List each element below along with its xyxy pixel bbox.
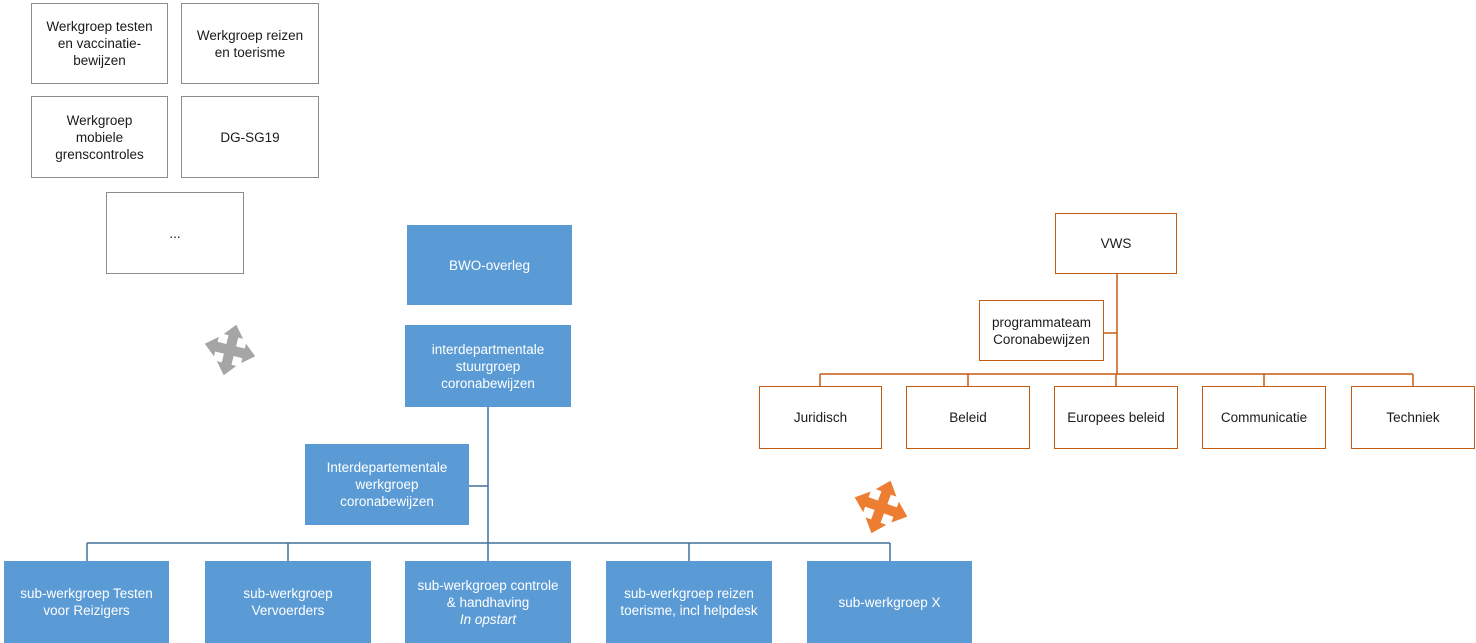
box-interdepartementale-stuurgroep: interdepartmentale stuurgroep coronabewi… (405, 325, 571, 407)
box-europees-beleid: Europees beleid (1054, 386, 1178, 449)
subwerkgroep-status-note: In opstart (459, 611, 517, 627)
box-bwo-overleg: BWO-overleg (407, 225, 572, 305)
box-vws: VWS (1055, 213, 1177, 274)
box-communicatie: Communicatie (1202, 386, 1326, 449)
box-subwerkgroep-x: sub-werkgroep X (807, 561, 972, 643)
box-werkgroep-mobiele-grenscontroles: Werkgroep mobiele grenscontroles (31, 96, 168, 178)
box-subwerkgroep-testen: sub-werkgroep Testen voor Reizigers (4, 561, 169, 643)
subwerkgroep-controle-label: sub-werkgroep controle & handhaving (417, 577, 559, 610)
box-beleid: Beleid (906, 386, 1030, 449)
box-juridisch: Juridisch (759, 386, 882, 449)
box-interdepartementale-werkgroep: Interdepartementale werkgroep coronabewi… (305, 444, 469, 525)
box-techniek: Techniek (1351, 386, 1475, 449)
gray-four-way-arrow-icon (204, 324, 256, 376)
box-ellipsis: ... (106, 192, 244, 274)
orange-four-way-arrow-icon (854, 480, 908, 534)
box-programmateam-coronabewijzen: programmateam Coronabewijzen (979, 300, 1104, 361)
box-dg-sg19: DG-SG19 (181, 96, 319, 178)
box-werkgroep-reizen: Werkgroep reizen en toerisme (181, 3, 319, 84)
box-subwerkgroep-vervoerders: sub-werkgroep Vervoerders (205, 561, 371, 643)
box-subwerkgroep-controle-handhaving: sub-werkgroep controle & handhaving In o… (405, 561, 571, 643)
box-werkgroep-testen: Werkgroep testen en vaccinatie- bewijzen (31, 3, 168, 84)
box-subwerkgroep-reizen-toerisme: sub-werkgroep reizen toerisme, incl help… (606, 561, 772, 643)
